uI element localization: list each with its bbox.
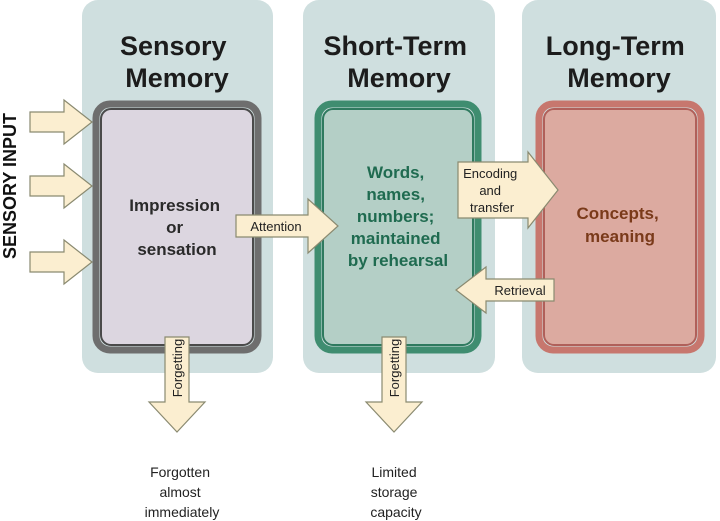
retrieval-arrow xyxy=(455,265,555,315)
short-term-memory-content: Words, names, numbers; maintained by reh… xyxy=(348,163,448,270)
long-term-memory-title: Long-Term Memory xyxy=(546,31,693,93)
long-term-memory-content: Concepts, meaning xyxy=(577,204,664,246)
sensory-input-arrow-3 xyxy=(29,238,93,286)
sensory-memory-title: Sensory Memory xyxy=(120,31,234,93)
forgetting-label-sensory: Forgetting xyxy=(170,339,185,398)
long-term-memory-box xyxy=(535,100,705,354)
attention-label: Attention xyxy=(250,219,301,234)
forgetting-label-short-term: Forgetting xyxy=(387,339,402,398)
forgetting-arrow-sensory xyxy=(147,336,207,433)
encoding-transfer-label: Encoding and transfer xyxy=(463,166,521,215)
short-term-memory-box xyxy=(314,100,482,354)
short-term-outcome-note: Limited storage capacity xyxy=(370,464,421,520)
retrieval-label: Retrieval xyxy=(494,283,545,298)
attention-arrow xyxy=(235,197,339,255)
short-term-memory-title: Short-Term Memory xyxy=(323,31,474,93)
sensory-input-arrow-2 xyxy=(29,162,93,210)
sensory-outcome-note: Forgotten almost immediately xyxy=(145,464,220,520)
sensory-input-arrow-1 xyxy=(29,98,93,146)
forgetting-arrow-short-term xyxy=(364,336,424,433)
encoding-transfer-arrow xyxy=(457,150,559,230)
sensory-memory-content: Impression or sensation xyxy=(129,196,224,259)
sensory-input-label: SENSORY INPUT xyxy=(0,113,20,259)
